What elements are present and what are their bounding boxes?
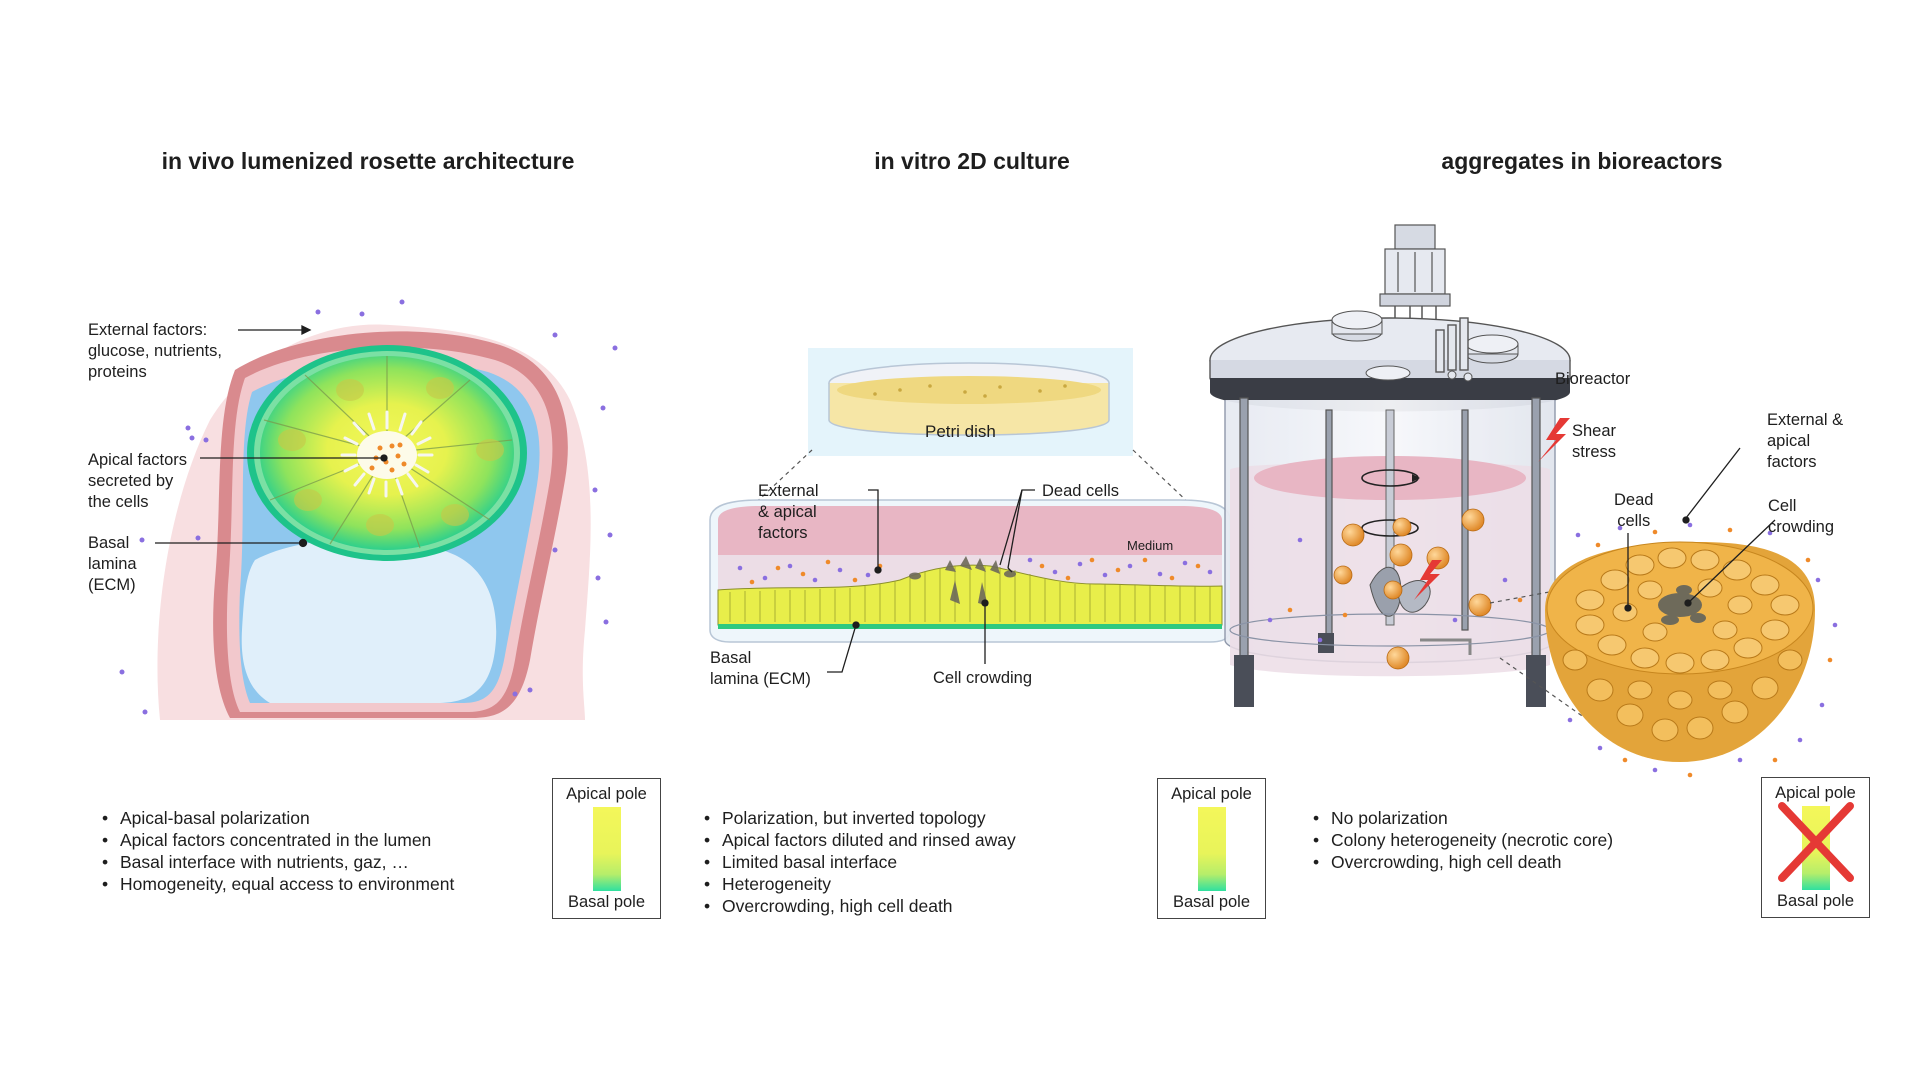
polarity-gradient-bar [593,807,621,891]
lightning-icon [1538,418,1570,462]
polarity-gradient-bar [1198,807,1226,891]
label-cell-crowding-3: Cell crowding [1768,497,1835,536]
label-basal-lamina-1: Basal lamina (ECM) [88,534,137,594]
polarity-legend-2: Apical pole Basal pole [1157,778,1266,919]
bullet-item: Overcrowding, high cell death [1313,851,1613,873]
legend-basal-label: Basal pole [1776,892,1855,910]
panel-3-title: aggregates in bioreactors [1441,148,1723,174]
bullet-item: Homogeneity, equal access to environment [102,873,454,895]
bioreactor-illustration [1209,224,1586,719]
bullets-panel-1: Apical-basal polarization Apical factors… [102,807,454,895]
label-basal-lamina-2: Basal lamina (ECM) [710,649,811,688]
bullet-item: Polarization, but inverted topology [704,807,1016,829]
bullets-panel-2: Polarization, but inverted topology Apic… [704,807,1016,917]
bullet-item: Basal interface with nutrients, gaz, … [102,851,454,873]
label-shear-stress: Shear stress [1572,422,1617,461]
legend-apical-label: Apical pole [566,785,647,803]
label-external-factors: External factors: glucose, nutrients, pr… [88,321,222,381]
panel-1-title: in vivo lumenized rosette architecture [161,148,575,174]
legend-basal-label: Basal pole [567,893,646,911]
label-petri-dish: Petri dish [925,422,996,441]
label-dead-cells-2: Dead cells [1042,482,1120,500]
legend-apical-label: Apical pole [1171,785,1252,803]
rosette-illustration [119,299,618,720]
label-apical-factors: Apical factors secreted by the cells [88,451,188,511]
label-external-apical-2: External & apical factors [758,482,819,542]
bullet-item: Overcrowding, high cell death [704,895,1016,917]
bullet-item: Apical factors diluted and rinsed away [704,829,1016,851]
bullet-item: Limited basal interface [704,851,1016,873]
legend-basal-label: Basal pole [1172,893,1251,911]
bullet-item: Colony heterogeneity (necrotic core) [1313,829,1613,851]
label-bioreactor: Bioreactor [1555,370,1631,388]
cross-icon [1778,802,1854,882]
bullet-item: Apical factors concentrated in the lumen [102,829,454,851]
panel-2-title: in vitro 2D culture [874,148,1070,174]
legend-apical-label: Apical pole [1775,784,1856,802]
label-medium: Medium [1127,538,1174,553]
bullet-item: Apical-basal polarization [102,807,454,829]
bullet-item: No polarization [1313,807,1613,829]
bullet-item: Heterogeneity [704,873,1016,895]
petri-illustration [709,348,1231,673]
aggregate-illustration [1545,447,1838,778]
label-dead-cells-3: Dead cells [1614,491,1654,530]
label-cell-crowding-2: Cell crowding [933,669,1033,687]
polarity-legend-1: Apical pole Basal pole [552,778,661,919]
bullets-panel-3: No polarization Colony heterogeneity (ne… [1313,807,1613,873]
label-external-apical-3: External & apical factors [1767,411,1844,471]
polarity-legend-3: Apical pole Basal pole [1761,777,1870,918]
